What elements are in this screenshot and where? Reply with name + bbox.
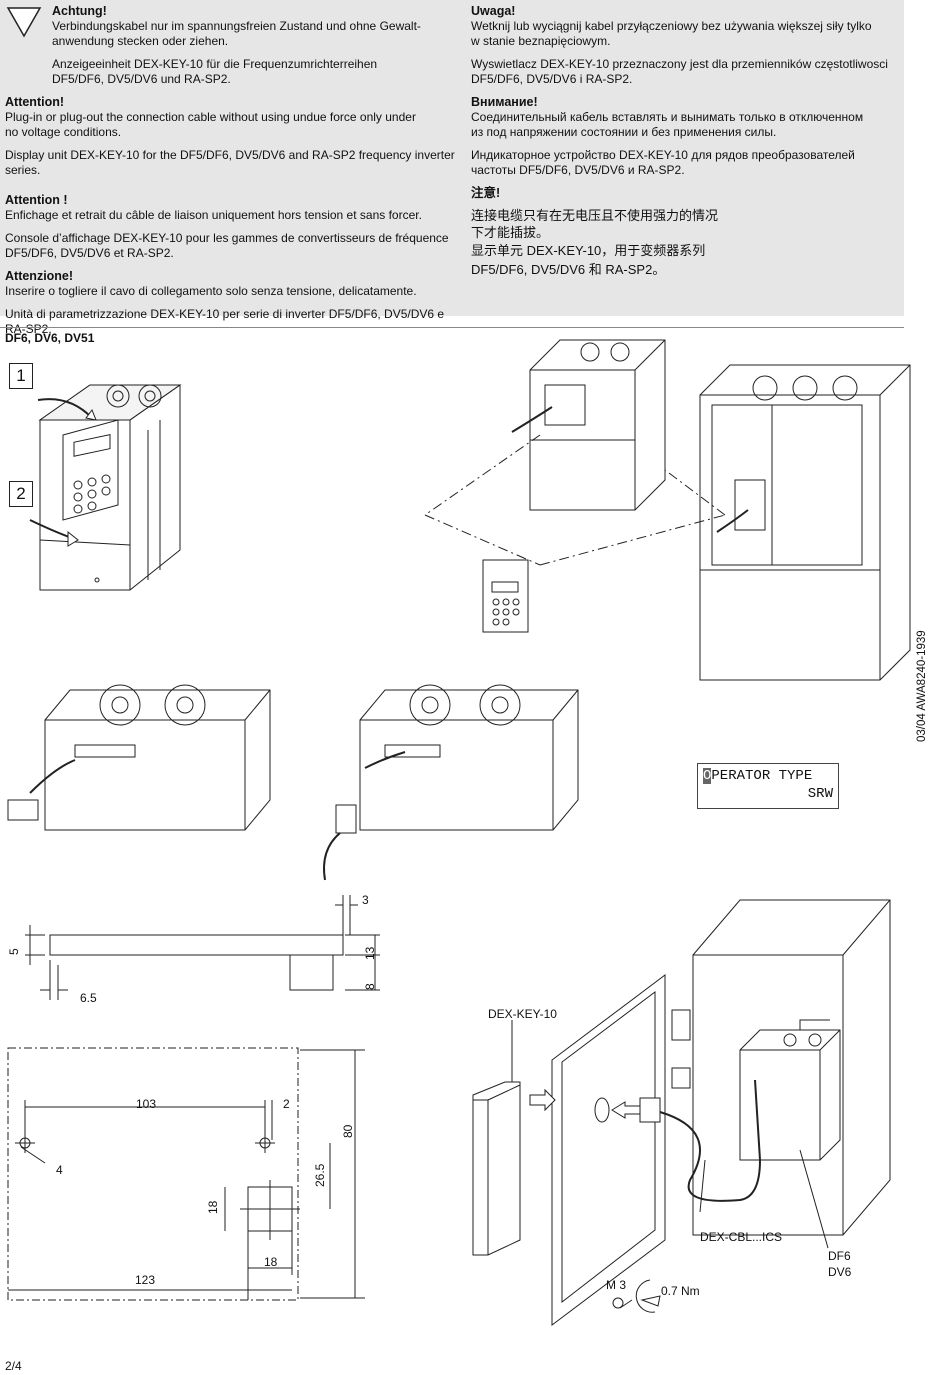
large-drive-illustration xyxy=(699,364,911,681)
zh-desc: DF5/DF6, DV5/DV6 和 RA-SP2。 xyxy=(471,262,666,277)
left-notice-column: Achtung! Verbindungskabel nur im spannun… xyxy=(5,4,465,337)
zh-desc: 显示单元 DEX-KEY-10，用于变频器系列 xyxy=(471,243,706,258)
de-desc: DF5/DF6, DV5/DV6 und RA-SP2. xyxy=(52,72,231,86)
ru-heading: Внимание! xyxy=(471,95,538,109)
en-desc: Display unit DEX-KEY-10 for the DF5/DF6,… xyxy=(5,148,455,177)
en-text: no voltage conditions. xyxy=(5,125,122,139)
de-text: Verbindungskabel nur im spannungsfreien … xyxy=(52,19,421,33)
de-desc: Anzeigeeinheit DEX-KEY-10 für die Freque… xyxy=(52,57,378,71)
zh-text: 连接电缆只有在无电压且不使用强力的情况 xyxy=(471,208,719,223)
it-desc: Unità di parametrizzazione DEX-KEY-10 pe… xyxy=(5,307,445,336)
projection-lines xyxy=(424,434,726,566)
dim-top: 3 xyxy=(362,893,369,907)
dim-right-lower: 8 xyxy=(363,983,377,990)
it-heading: Attenzione! xyxy=(5,269,74,283)
dim-vertical: 26.5 xyxy=(313,1163,327,1187)
zh-text: 下才能插拔。 xyxy=(471,225,550,240)
page-number: 2/4 xyxy=(5,1359,22,1373)
dim-hole-span: 103 xyxy=(136,1097,156,1111)
warning-triangle-icon xyxy=(6,7,42,38)
label-screw: M 3 xyxy=(606,1278,626,1292)
lcd-cursor: O xyxy=(703,768,712,784)
en-text: Plug-in or plug-out the connection cable… xyxy=(5,110,416,124)
dim-height: 80 xyxy=(341,1124,355,1138)
fr-desc: DF5/DF6, DV5/DV6 et RA-SP2. xyxy=(5,246,174,260)
dimension-labels: 3 5 13 8 6.5 103 2 80 4 26.5 18 18 123 D… xyxy=(7,893,852,1298)
fr-desc: Console d’affichage DEX-KEY-10 pour les … xyxy=(5,231,449,245)
cable-unplug-illustration xyxy=(7,684,271,831)
dim-bottom: 6.5 xyxy=(80,991,97,1005)
en-heading: Attention! xyxy=(5,95,65,109)
pl-text: w stanie beznapięciowym. xyxy=(471,34,611,48)
side-view-dimension-drawing xyxy=(25,895,380,1000)
dim-hole-diameter: 4 xyxy=(56,1163,63,1177)
keypad-lcd-display: OPERATOR TYPE SRW xyxy=(697,763,839,809)
lcd-line-2: SRW xyxy=(807,786,833,802)
dim-total-width: 123 xyxy=(135,1273,155,1287)
ru-text: Соединительный кабель вставлять и вынима… xyxy=(471,110,864,124)
de-heading: Achtung! xyxy=(52,4,107,18)
step-1-marker: 1 xyxy=(9,363,33,389)
panel-cutout-drawing xyxy=(7,1047,365,1301)
dim-offset: 2 xyxy=(283,1097,290,1111)
it-text: Inserire o togliere il cavo di collegame… xyxy=(5,284,417,298)
document-id: 03/04 AWA8240-1939 xyxy=(916,630,928,742)
dim-cut-height: 18 xyxy=(206,1200,220,1214)
label-cable: DEX-CBL...ICS xyxy=(700,1230,782,1244)
label-drive-dv6: DV6 xyxy=(828,1265,852,1279)
door-mounting-illustration xyxy=(472,899,891,1327)
dim-left: 5 xyxy=(7,948,21,955)
section-divider xyxy=(0,327,904,328)
right-notice-column: Uwaga! Wetknij lub wyciągnij kabel przył… xyxy=(471,4,901,279)
ru-desc: частоты DF5/DF6, DV5/DV6 и RA-SP2. xyxy=(471,163,685,177)
lcd-line-1: PERATOR TYPE xyxy=(711,768,813,784)
dim-right-upper: 13 xyxy=(363,946,377,960)
fr-heading: Attention ! xyxy=(5,193,68,207)
ru-text: из под напряжении состоянии и без примен… xyxy=(471,125,777,139)
drive-slot-illustration xyxy=(482,339,666,633)
pl-desc: Wyswietlacz DEX-KEY-10 przeznaczony jest… xyxy=(471,57,888,71)
safety-notice-panel: Achtung! Verbindungskabel nur im spannun… xyxy=(0,0,904,336)
cable-plugin-illustration xyxy=(323,684,579,881)
pl-desc: DF5/DF6, DV5/DV6 i RA-SP2. xyxy=(471,72,633,86)
pl-heading: Uwaga! xyxy=(471,4,516,18)
dim-cut-width: 18 xyxy=(264,1255,278,1269)
zh-heading: 注意! xyxy=(471,186,501,200)
label-torque: 0.7 Nm xyxy=(661,1284,700,1298)
pl-text: Wetknij lub wyciągnij kabel przyłączenio… xyxy=(471,19,872,33)
step-2-marker: 2 xyxy=(9,481,33,507)
label-drive-df6: DF6 xyxy=(828,1249,851,1263)
label-keypad: DEX-KEY-10 xyxy=(488,1007,557,1021)
drive-with-keypad-illustration xyxy=(29,384,182,591)
de-text: anwendung stecken oder ziehen. xyxy=(52,34,229,48)
ru-desc: Индикаторное устройство DEX-KEY-10 для р… xyxy=(471,148,855,162)
series-label: DF6, DV6, DV51 xyxy=(5,331,95,345)
fr-text: Enfichage et retrait du câble de liaison… xyxy=(5,208,422,222)
